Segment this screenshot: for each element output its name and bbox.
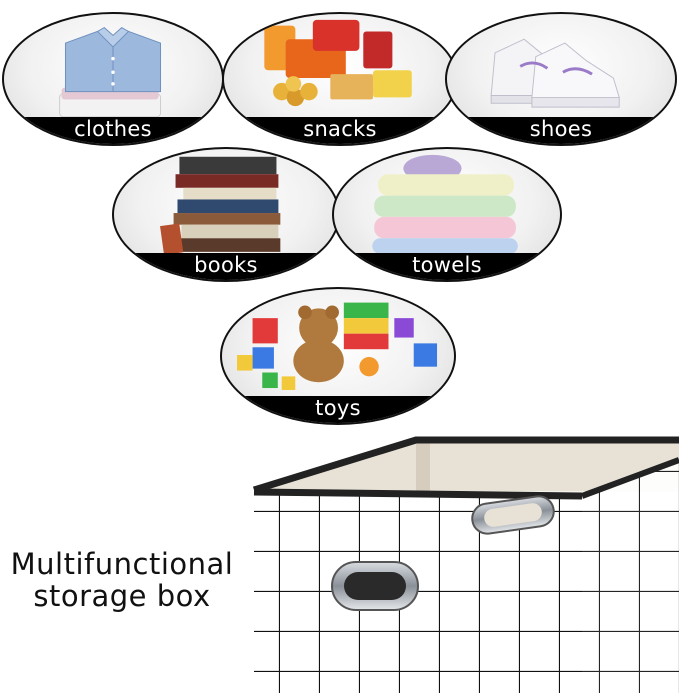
towels-icon [372,154,518,254]
caption-line-1: Multifunctional [10,547,234,581]
category-label: books [114,253,338,280]
snacks-icon [264,19,412,107]
category-label: clothes [4,117,222,144]
category-label: towels [334,253,560,280]
storage-box-image [252,436,679,693]
category-clothes: clothes [2,12,224,146]
sneakers-icon [490,38,620,108]
shirt-icon [59,26,162,118]
category-shoes: shoes [445,12,677,146]
category-label: shoes [447,117,675,144]
category-label: toys [222,396,454,423]
category-label: snacks [224,117,456,144]
product-caption: Multifunctional storage box [6,548,238,612]
category-snacks: snacks [222,12,458,146]
toys-icon [237,302,438,390]
caption-line-2: storage box [33,579,211,613]
category-towels: towels [332,147,562,282]
books-icon [160,156,281,256]
category-toys: toys [220,287,456,425]
category-books: books [112,147,340,282]
